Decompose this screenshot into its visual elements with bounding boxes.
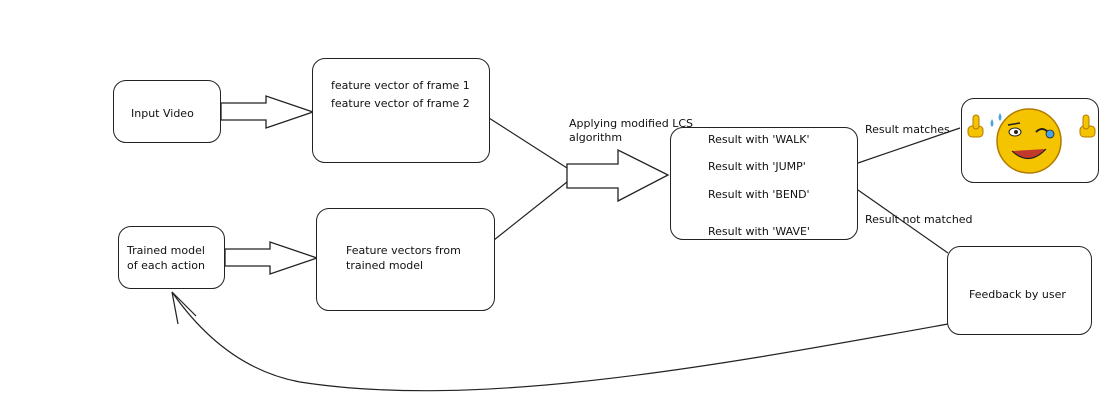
feedback-box: Feedback by user: [947, 246, 1092, 335]
frame-feature-2: feature vector of frame 2: [331, 97, 470, 110]
block-arrow-model-to-features: [224, 241, 320, 275]
connector-results-to-smiley: [857, 127, 961, 164]
lcs-label-line1: Applying modified LCS: [569, 117, 694, 130]
connector-frames-to-merge: [488, 117, 568, 169]
feedback-loop-arrowhead-left: [171, 291, 179, 325]
trained-features-line2: trained model: [346, 259, 424, 272]
trained-features-box: Feature vectors from trained model: [316, 208, 495, 311]
connector-trained-to-merge: [493, 181, 568, 241]
result-jump: Result with 'JUMP': [708, 160, 806, 173]
frame-feature-1: feature vector of frame 1: [331, 79, 470, 92]
trained-features-line1: Feature vectors from: [346, 244, 461, 257]
block-arrow-merge-to-results: [566, 148, 670, 203]
feedback-loop-curve: [171, 291, 949, 392]
smiley-thumbs-up-icon: [967, 108, 1096, 174]
trained-model-box: Trained model of each action: [118, 226, 225, 289]
lcs-label-line2: algorithm: [569, 131, 623, 144]
results-box: Result with 'WALK' Result with 'JUMP' Re…: [670, 127, 858, 240]
result-matches-label: Result matches: [865, 123, 950, 136]
result-wave: Result with 'WAVE': [708, 225, 810, 238]
result-walk: Result with 'WALK': [708, 133, 810, 146]
connector-results-to-feedback: [857, 189, 949, 254]
frame-features-box: feature vector of frame 1 feature vector…: [312, 58, 490, 163]
result-not-matched-label: Result not matched: [865, 213, 973, 226]
input-video-box: Input Video: [113, 80, 221, 143]
trained-model-line1: Trained model: [127, 244, 205, 257]
feedback-loop-arrowhead-right: [171, 291, 197, 317]
success-box: [961, 98, 1099, 183]
block-arrow-input-to-frames: [220, 95, 316, 129]
result-bend: Result with 'BEND': [708, 188, 810, 201]
feedback-label: Feedback by user: [969, 288, 1066, 301]
trained-model-line2: of each action: [127, 259, 205, 272]
input-video-label: Input Video: [131, 107, 194, 120]
